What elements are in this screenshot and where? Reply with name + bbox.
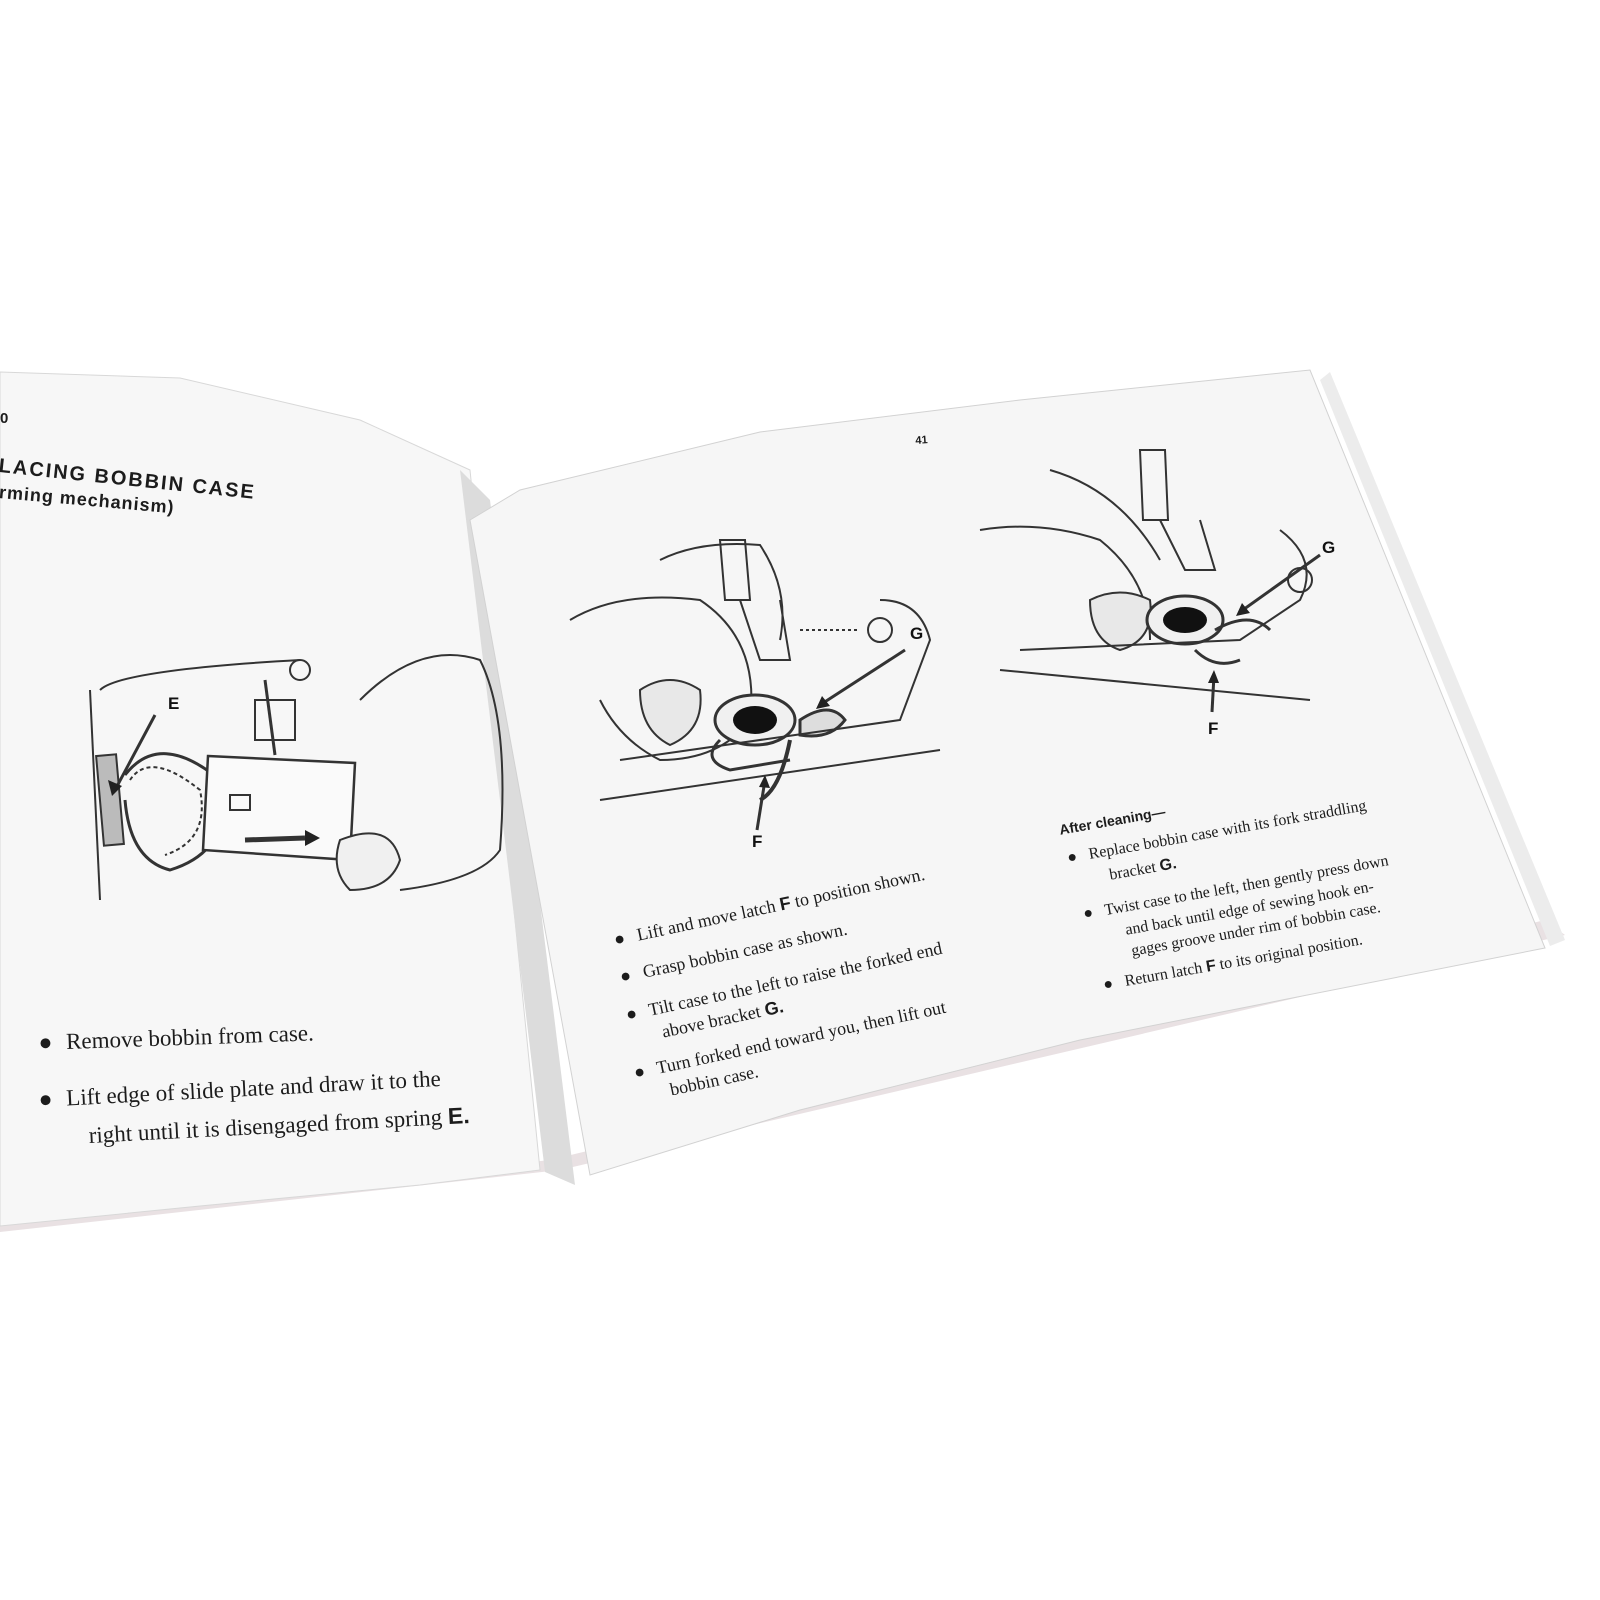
figure1-callout-g: G bbox=[910, 624, 924, 643]
bobbin-case-figure-1 bbox=[569, 539, 941, 831]
after-bracket-g-letter: G. bbox=[1158, 855, 1178, 875]
figure1-callout-f: F bbox=[752, 832, 763, 851]
callout-e: E bbox=[168, 694, 180, 713]
right-page-number: 41 bbox=[915, 434, 929, 447]
figure2-callout-g: G bbox=[1322, 538, 1336, 557]
spring-e-letter: E. bbox=[447, 1102, 471, 1130]
bobbin-case-figure-2 bbox=[979, 449, 1321, 713]
figure2-callout-f: F bbox=[1208, 719, 1219, 738]
left-page-number: 0 bbox=[0, 410, 9, 427]
right-page bbox=[469, 369, 1546, 1176]
bracket-g-letter: G. bbox=[762, 996, 786, 1020]
slide-plate-illustration bbox=[89, 654, 504, 901]
